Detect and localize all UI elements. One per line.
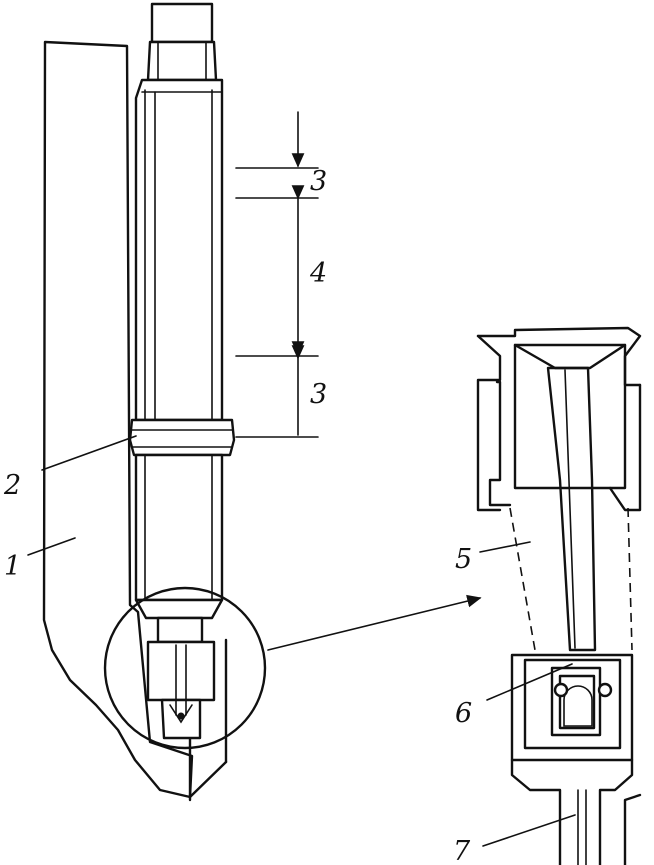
label-part-1: 1 (4, 551, 21, 582)
leader-lines (27, 435, 576, 847)
label-dim-4: 4 (309, 258, 327, 289)
detail-view (476, 326, 642, 865)
valve-shaft (128, 2, 236, 740)
label-dim-3-upper: 3 (310, 166, 327, 197)
dimension-lines (235, 111, 319, 438)
part-labels: 1 2 3 4 3 5 6 7 (3, 166, 472, 865)
magnification-circle (103, 586, 267, 750)
label-dim-3-lower: 3 (310, 379, 327, 410)
label-part-6: 6 (455, 698, 472, 729)
detail-arrow (267, 594, 482, 651)
label-part-2: 2 (3, 470, 21, 501)
label-part-7: 7 (453, 836, 471, 865)
label-part-5: 5 (455, 544, 472, 575)
